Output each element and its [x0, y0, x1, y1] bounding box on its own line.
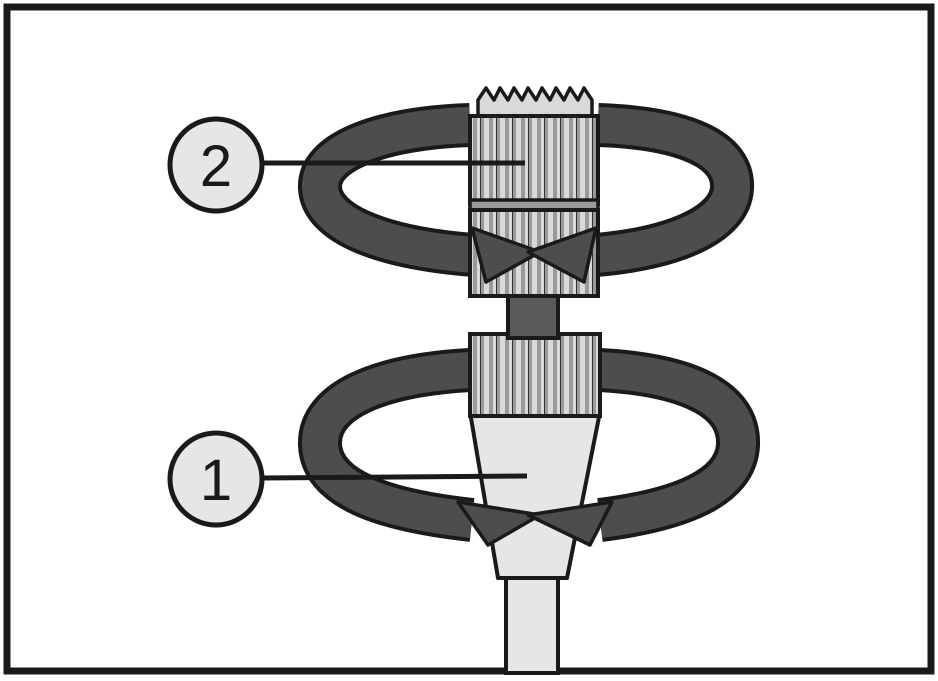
callout-1-label: 1 [200, 448, 232, 513]
arrowheads-lower [456, 500, 614, 547]
upper-knurled-sleeve [468, 114, 600, 206]
rotation-arrow-upper [298, 103, 754, 277]
callout-2: 2 [167, 116, 265, 214]
upper-connector-teeth [476, 86, 594, 120]
rotation-arrow-lower [298, 348, 760, 542]
callout-2-label: 2 [200, 134, 232, 199]
cable [504, 576, 560, 675]
arrowheads-upper [470, 226, 598, 284]
lower-coupling-nut [468, 332, 602, 418]
callout-1: 1 [167, 430, 265, 528]
cable-core [506, 294, 560, 340]
leader-line-1 [261, 473, 528, 481]
